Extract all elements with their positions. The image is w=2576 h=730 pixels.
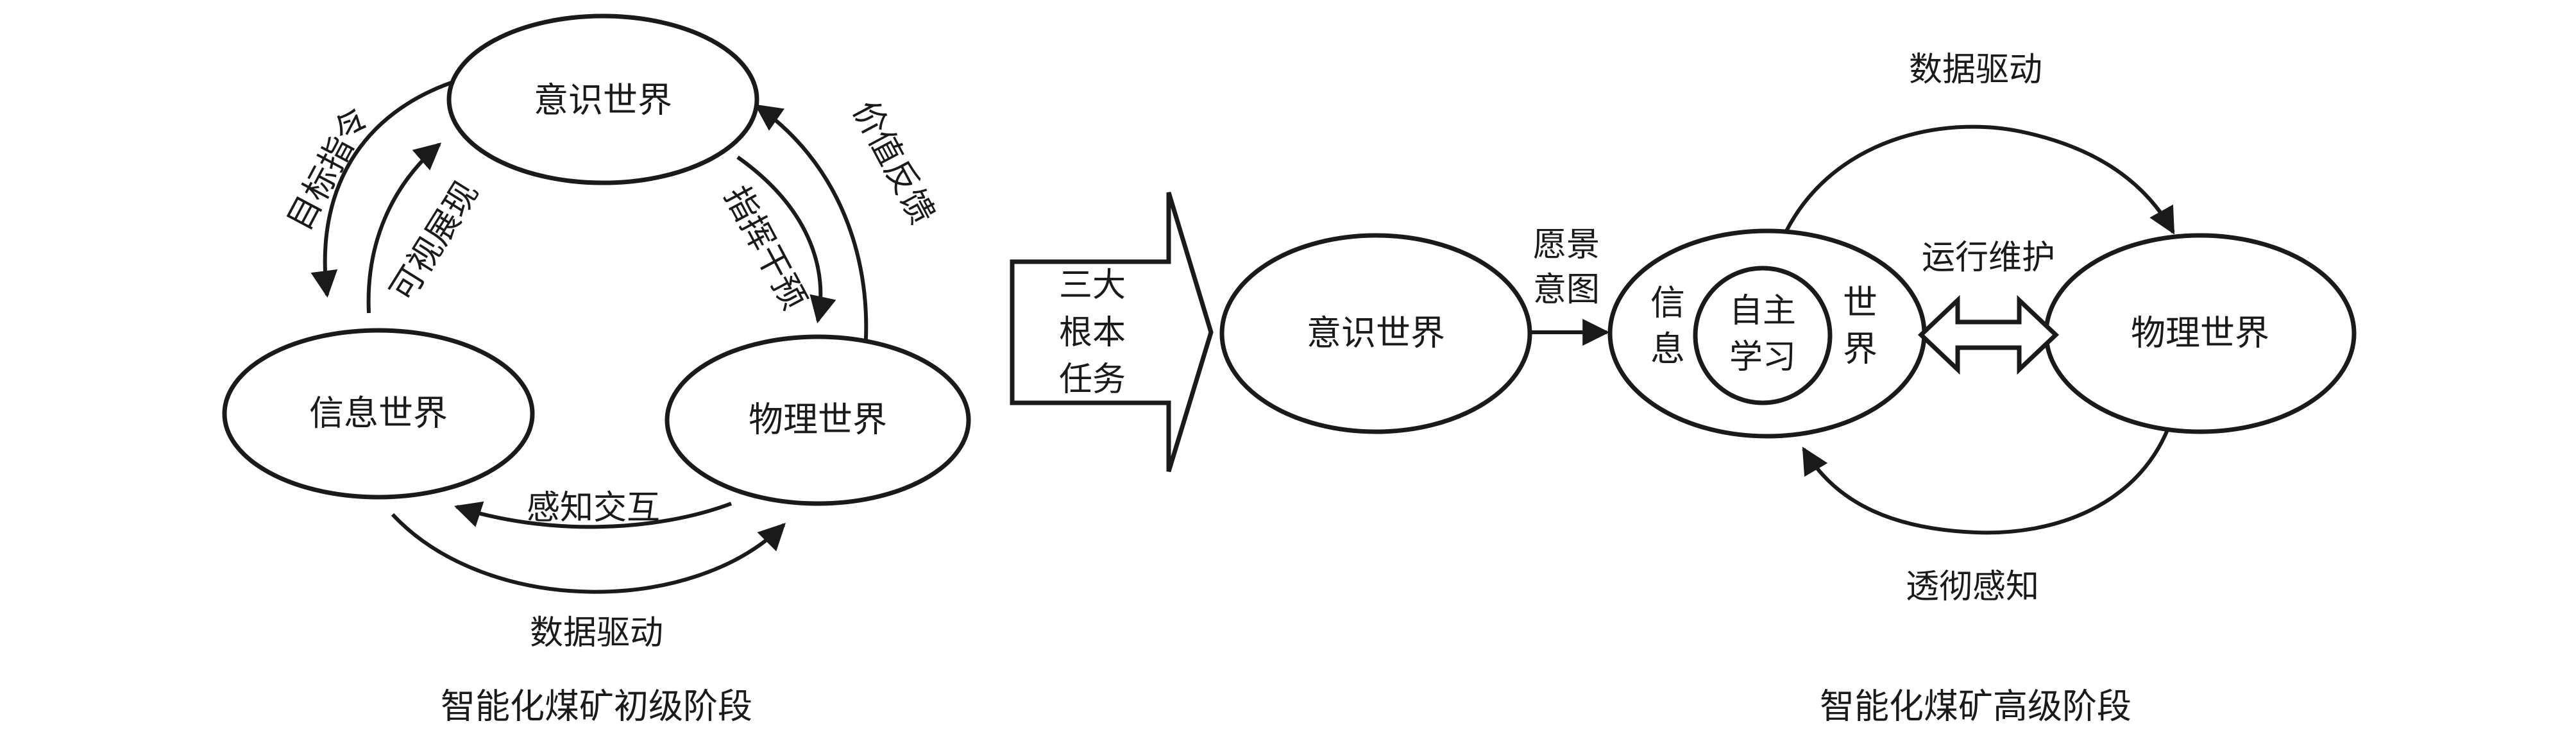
advanced-stage-diagram: 意识世界 信 息 世 界 自主 学习 物理世界 愿景 意图 数据驱动 运行维护 …: [1219, 51, 2357, 727]
value-feedback-label: 价值反馈: [845, 95, 942, 231]
target-command-arrow: [310, 78, 459, 298]
early-stage-caption: 智能化煤矿初级阶段: [441, 686, 752, 727]
information-world-node: [222, 328, 535, 500]
advanced-consciousness-world-label: 意识世界: [1307, 313, 1445, 353]
three-tasks-line-1: 三大: [1059, 266, 1126, 305]
early-stage-diagram: 意识世界 信息世界 物理世界 目标指令 可视展现 价值反馈 指挥干预 感知交互 …: [222, 13, 971, 727]
information-left-char-1: 信: [1650, 283, 1685, 323]
advanced-data-driven-arrow: [1784, 124, 2175, 235]
information-world-label: 信息世界: [309, 393, 448, 434]
early-data-driven-label: 数据驱动: [530, 614, 663, 652]
advanced-data-driven-label: 数据驱动: [1909, 51, 2042, 89]
perception-interaction-label: 感知交互: [527, 489, 660, 527]
command-intervene-label: 指挥干预: [716, 180, 813, 316]
consciousness-world-label: 意识世界: [534, 80, 672, 121]
operation-maintenance-double-arrow: [1917, 294, 2060, 375]
information-left-char-2: 息: [1650, 329, 1685, 369]
autonomous-learning-node: [1693, 266, 1833, 405]
advanced-physical-world-label: 物理世界: [2131, 313, 2269, 353]
three-tasks-line-2: 根本: [1059, 314, 1126, 352]
physical-world-node: [665, 334, 971, 506]
vision-intent-line-2: 意图: [1533, 271, 1600, 309]
advanced-stage-caption: 智能化煤矿高级阶段: [1820, 686, 2131, 727]
vision-intent-line-1: 愿景: [1533, 226, 1600, 264]
command-intervene-arrow: [736, 155, 836, 324]
visual-display-arrow: [366, 142, 442, 314]
perception-interaction-arrow: [454, 501, 733, 529]
consciousness-world-node: [446, 13, 759, 185]
advanced-consciousness-world-node: [1219, 233, 1532, 434]
transition-arrow-group: 三大 根本 任务: [1010, 191, 1214, 473]
data-driven-arrow: [391, 513, 786, 594]
information-right-char-1: 世: [1843, 283, 1877, 323]
autonomous-learning-line-2: 学习: [1729, 338, 1796, 377]
thorough-perception-label: 透彻感知: [1906, 568, 2039, 606]
information-right-char-2: 界: [1843, 329, 1877, 369]
autonomous-learning-line-1: 自主: [1729, 292, 1796, 330]
physical-world-label: 物理世界: [749, 400, 887, 440]
thorough-perception-arrow: [1802, 427, 2170, 535]
three-tasks-arrow-shape: [1010, 191, 1214, 473]
operation-maintenance-label: 运行维护: [1922, 239, 2055, 277]
three-tasks-line-3: 任务: [1059, 361, 1126, 399]
